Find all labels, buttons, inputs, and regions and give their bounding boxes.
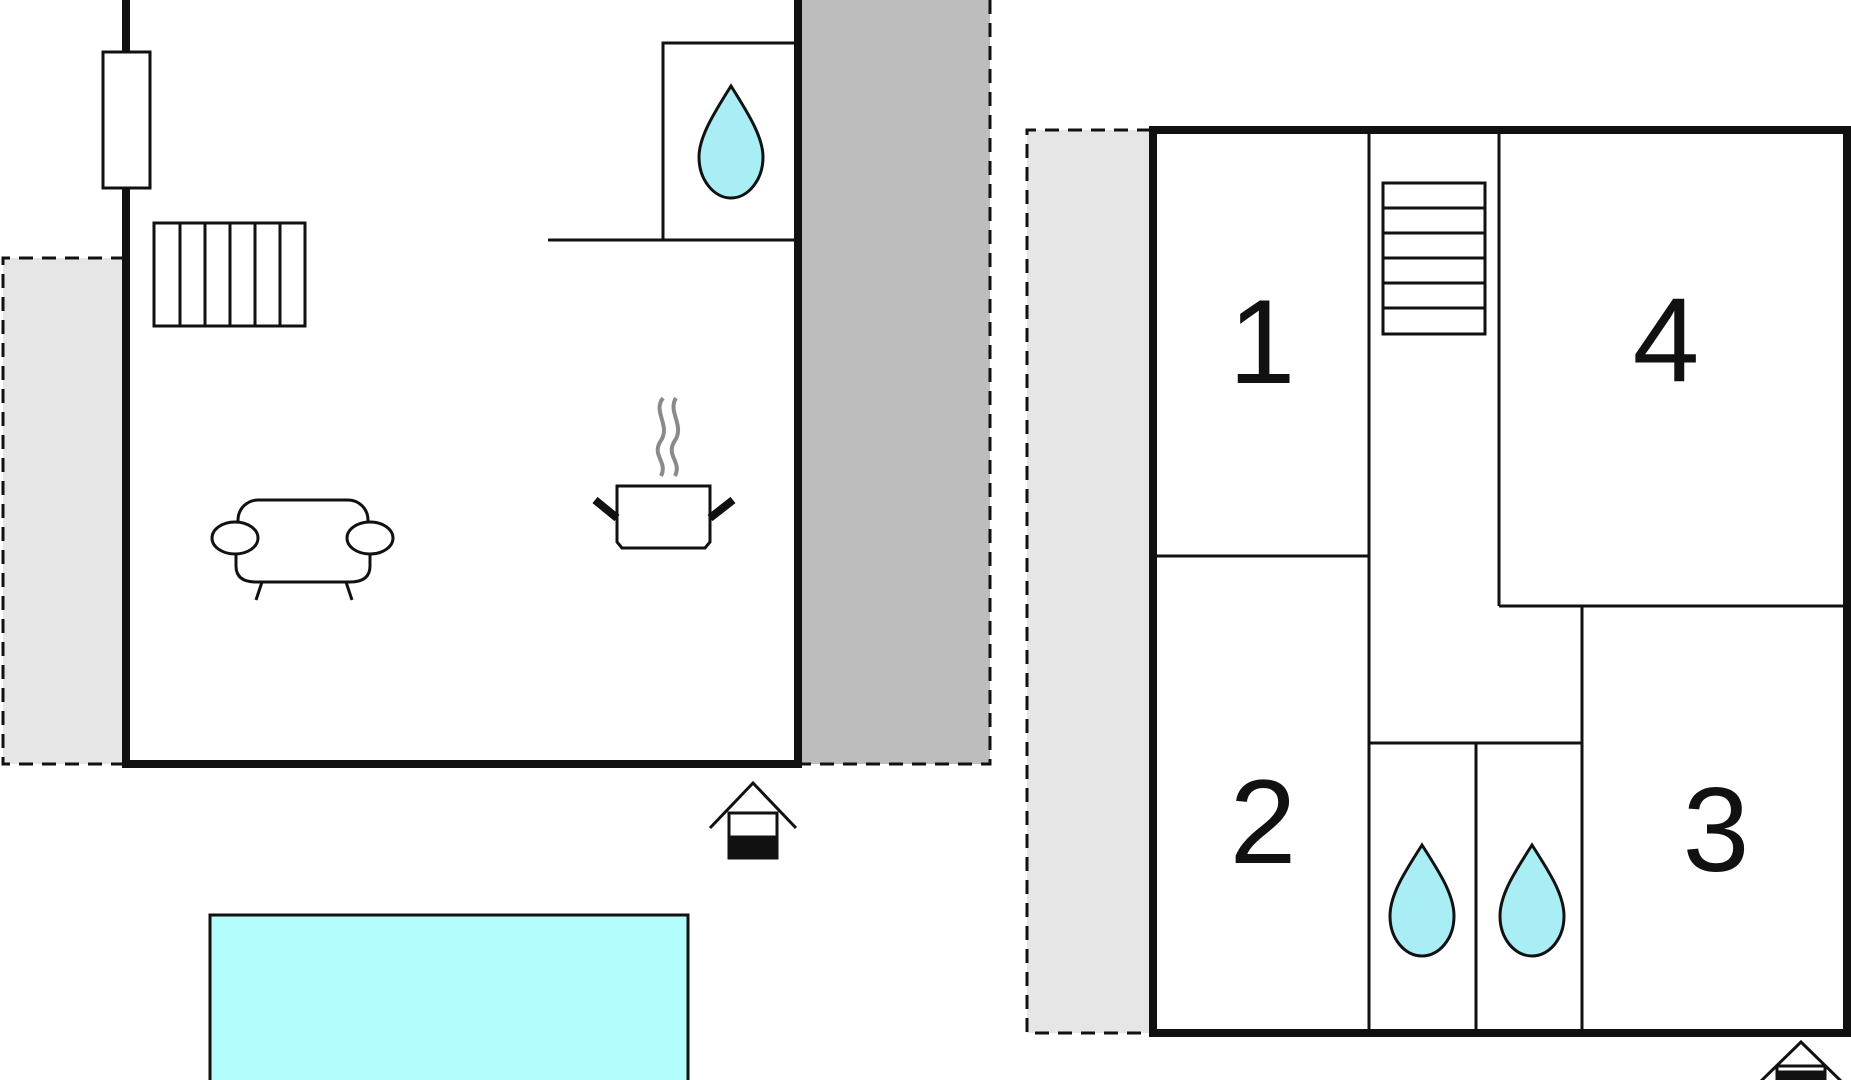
radiator-icon [152, 221, 307, 328]
building-left-walls [122, 0, 802, 768]
window [101, 50, 152, 190]
terrace-right [798, 0, 990, 764]
interior-walls [1157, 134, 1843, 1029]
room-4-label: 4 [1633, 273, 1700, 407]
terrace-right-border [798, 0, 992, 766]
water-drop-icon [1498, 842, 1566, 958]
entrance-icon [1759, 1039, 1843, 1080]
water-drop-icon [697, 83, 765, 200]
bathroom-wall [548, 41, 794, 242]
room-1-label: 1 [1229, 275, 1296, 409]
cooking-pot-icon [592, 396, 736, 550]
sofa-icon [210, 498, 395, 601]
room-3-label: 3 [1683, 763, 1750, 897]
stairs-icon [1381, 181, 1487, 336]
entrance-icon [708, 780, 798, 860]
pool-icon [208, 913, 690, 1080]
room-2-label: 2 [1230, 755, 1297, 889]
water-drop-icon [1388, 842, 1456, 958]
terrace-left [1, 256, 125, 766]
terrace-upper [1025, 128, 1151, 1035]
